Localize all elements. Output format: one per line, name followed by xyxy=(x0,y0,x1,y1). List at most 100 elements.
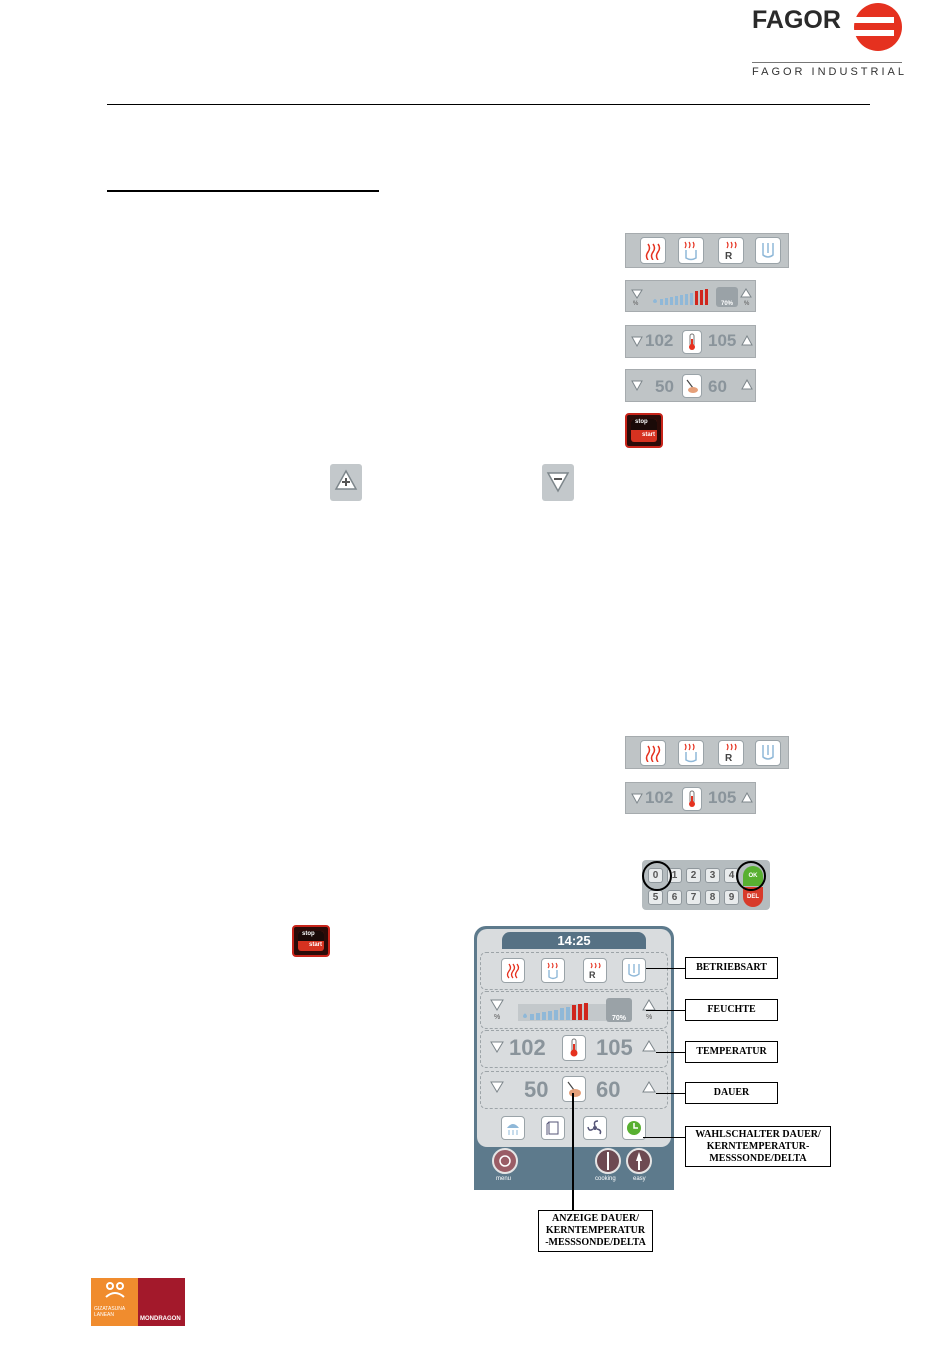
screen-steam-button[interactable] xyxy=(622,958,646,983)
shower-button[interactable] xyxy=(501,1116,525,1140)
core-probe-icon xyxy=(567,1081,581,1097)
screen-time-set-value: 50 xyxy=(524,1077,549,1102)
screen-temperature-up-icon[interactable] xyxy=(642,1040,656,1052)
stop-start-button-2[interactable]: stop start xyxy=(292,925,330,957)
time-up-icon[interactable] xyxy=(741,379,753,391)
combi-mode-button-2[interactable] xyxy=(678,740,704,766)
plus-triangle-icon xyxy=(334,469,358,490)
time-down-icon[interactable] xyxy=(631,380,643,392)
key-8[interactable]: 8 xyxy=(705,890,720,905)
mode-selector-panel-2: R xyxy=(625,736,789,769)
easy-label: easy xyxy=(633,1176,646,1182)
steam-icon xyxy=(762,745,774,760)
key-2[interactable]: 2 xyxy=(686,868,701,883)
del-key[interactable]: DEL xyxy=(743,887,763,907)
screen-humidity-down-icon[interactable]: % xyxy=(490,999,504,1021)
clock-display: 14:25 xyxy=(502,932,646,949)
screen-convection-button[interactable] xyxy=(501,958,525,983)
callout-line-anzeige xyxy=(572,1093,574,1211)
screen-time-down-icon[interactable] xyxy=(490,1081,504,1093)
humidity-down-icon[interactable]: % xyxy=(631,289,643,305)
callout-temperatur: TEMPERATUR xyxy=(685,1041,778,1063)
temperature-down-icon[interactable] xyxy=(631,336,643,348)
key-5[interactable]: 5 xyxy=(648,890,663,905)
key-9[interactable]: 9 xyxy=(724,890,739,905)
screen-regeneration-button[interactable]: R xyxy=(583,958,607,983)
thermometer-icon xyxy=(689,333,695,350)
time-probe-button[interactable] xyxy=(682,374,702,398)
thermometer-button-2[interactable] xyxy=(682,787,702,811)
highlight-circle-zero xyxy=(642,861,672,891)
steam-icon xyxy=(762,242,774,258)
steam-mode-button-2[interactable] xyxy=(755,740,781,766)
time-set-value: 50 xyxy=(655,377,674,396)
fagor-logo-icon xyxy=(850,3,902,51)
callout-anzeige: ANZEIGE DAUER/ KERNTEMPERATUR -MESSSONDE… xyxy=(538,1210,653,1252)
time-panel: 50 60 xyxy=(625,369,756,402)
fan-button[interactable] xyxy=(583,1116,607,1140)
door-button[interactable] xyxy=(541,1116,565,1140)
control-screen: 14:25 R % 70% % 102 105 50 60 xyxy=(474,926,674,1190)
callout-line-wahlschalter xyxy=(643,1137,686,1138)
temperature-actual-value: 105 xyxy=(708,331,737,350)
key-7[interactable]: 7 xyxy=(686,890,701,905)
mode-row xyxy=(480,952,668,990)
convection-mode-button-2[interactable] xyxy=(640,740,666,766)
cooking-icon xyxy=(607,1152,609,1170)
core-probe-icon xyxy=(686,379,698,393)
svg-text:%: % xyxy=(633,301,639,305)
menu-label: menu xyxy=(496,1176,512,1182)
cooking-button[interactable] xyxy=(595,1148,621,1174)
minus-triangle-icon xyxy=(546,472,570,493)
temperature-panel: 102 105 xyxy=(625,325,756,358)
menu-icon xyxy=(499,1155,511,1167)
minus-button[interactable] xyxy=(542,464,574,501)
thermometer-button[interactable] xyxy=(682,330,702,354)
menu-button[interactable] xyxy=(492,1148,518,1174)
screen-time-probe-button[interactable] xyxy=(562,1076,586,1102)
callout-line-betriebsart xyxy=(646,968,686,969)
clock-selector-button[interactable] xyxy=(622,1116,646,1140)
regeneration-icon: R xyxy=(725,743,737,763)
callout-wahlschalter: WAHLSCHALTER DAUER/ KERNTEMPERATUR-MESSS… xyxy=(685,1126,831,1167)
stop-label: stop xyxy=(635,419,648,425)
temperature-up-icon[interactable] xyxy=(741,335,753,347)
heat-waves-icon xyxy=(645,745,661,762)
screen-temperature-down-icon[interactable] xyxy=(490,1041,504,1053)
stop-start-button[interactable]: stop start xyxy=(625,413,663,448)
regeneration-icon: R xyxy=(589,962,601,980)
temperature-panel-2: 102 105 xyxy=(625,782,756,814)
mondragon-slogan: GIZATASUNA LANEAN xyxy=(94,1306,125,1318)
key-3[interactable]: 3 xyxy=(705,868,720,883)
regeneration-mode-button[interactable]: R xyxy=(718,237,744,264)
combi-mode-button[interactable] xyxy=(678,237,704,264)
cooking-label: cooking xyxy=(595,1176,616,1182)
screen-temperature-actual-value: 105 xyxy=(596,1035,633,1060)
fagor-logo-subtitle: FAGOR INDUSTRIAL xyxy=(752,66,907,78)
section-underline xyxy=(107,190,379,192)
convection-mode-button[interactable] xyxy=(640,237,666,264)
screen-combi-button[interactable] xyxy=(541,958,565,983)
temperature-up-icon[interactable] xyxy=(741,792,753,804)
humidity-up-icon[interactable]: % xyxy=(740,288,752,306)
callout-feuchte: FEUCHTE xyxy=(685,999,778,1021)
easy-button[interactable] xyxy=(626,1148,652,1174)
temperature-down-icon[interactable] xyxy=(631,793,643,805)
combi-icon xyxy=(684,241,697,260)
plus-button[interactable] xyxy=(330,464,362,501)
temperature-set-value: 102 xyxy=(645,331,674,350)
heat-waves-icon xyxy=(645,243,661,260)
start-label: start xyxy=(642,432,656,438)
humidity-panel: % 70% % xyxy=(625,280,756,312)
key-6[interactable]: 6 xyxy=(667,890,682,905)
screen-time-up-icon[interactable] xyxy=(642,1081,656,1093)
mode-selector-panel: R xyxy=(625,233,789,268)
svg-text:%: % xyxy=(646,1014,652,1021)
fagor-logo-text: FAGOR xyxy=(752,6,841,34)
time-row xyxy=(480,1071,668,1109)
screen-time-actual-value: 60 xyxy=(596,1077,621,1102)
start-label-2: start xyxy=(309,942,323,948)
steam-mode-button[interactable] xyxy=(755,237,781,264)
screen-thermometer-button[interactable] xyxy=(562,1035,586,1061)
regeneration-mode-button-2[interactable]: R xyxy=(718,740,744,766)
